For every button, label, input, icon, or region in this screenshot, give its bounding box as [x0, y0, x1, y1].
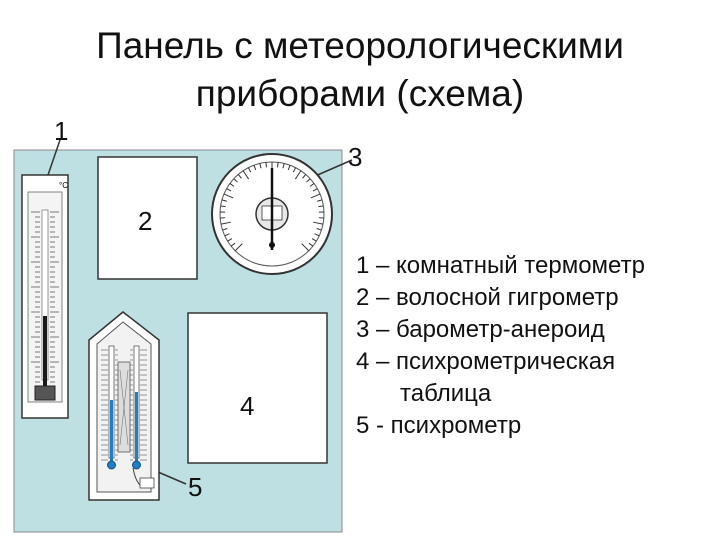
legend-item-1: 1 – комнатный термометр	[356, 252, 645, 279]
legend-item-2: 2 – волосной гигрометр	[356, 284, 619, 311]
legend-item-4-cont: таблица	[400, 380, 492, 407]
diagram-title: Панель с метеорологическими приборами (с…	[0, 22, 720, 118]
label-2: 2	[138, 206, 153, 236]
leader-line-5	[157, 471, 187, 485]
svg-text:°C: °C	[59, 181, 68, 190]
label-1: 1	[54, 116, 69, 146]
title-line-2: приборами (схема)	[195, 73, 525, 114]
leader-line-1	[47, 139, 61, 176]
psychrometer-icon	[88, 311, 160, 501]
barometer-icon	[211, 153, 333, 275]
thermometer-icon: °C	[21, 174, 69, 419]
label-3: 3	[348, 142, 363, 172]
legend-item-4: 4 – психрометрическая	[356, 348, 616, 375]
legend-item-3: 3 – барометр-анероид	[356, 316, 605, 343]
label-4: 4	[240, 391, 255, 421]
psychrometric-table-box	[187, 312, 328, 464]
label-5: 5	[188, 472, 203, 502]
hygrometer-box	[97, 156, 198, 280]
legend-item-5: 5 - психрометр	[356, 412, 522, 439]
title-line-1: Панель с метеорологическими	[96, 25, 624, 66]
legend: 1 – комнатный термометр 2 – волосной гиг…	[356, 250, 645, 442]
